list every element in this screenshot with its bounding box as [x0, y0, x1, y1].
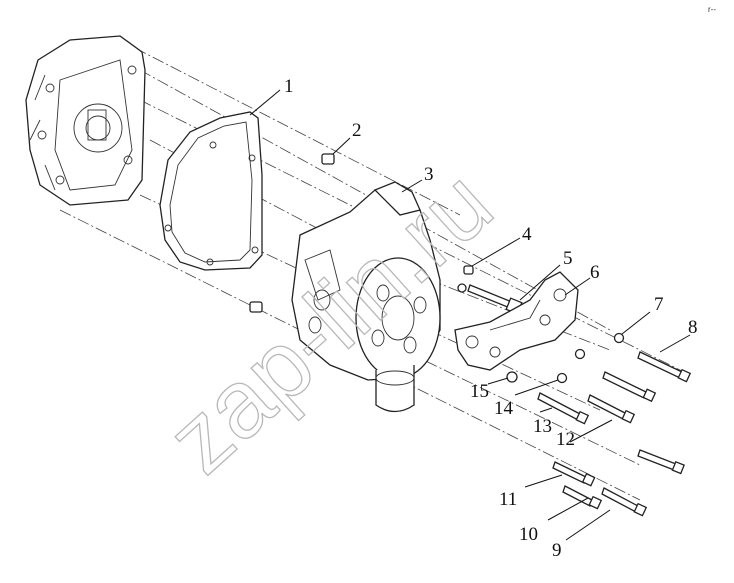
- callout-7: 7: [654, 294, 664, 315]
- callout-10: 10: [519, 524, 538, 545]
- callout-5: 5: [563, 248, 573, 269]
- engine-housing: [25, 35, 146, 206]
- callout-14: 14: [494, 398, 514, 419]
- nuts-washers: [506, 332, 625, 384]
- stud-bolt: [457, 283, 523, 315]
- gasket: [159, 111, 263, 271]
- callout-8: 8: [688, 317, 698, 338]
- callout-3: 3: [424, 164, 434, 185]
- dowel-pin: [249, 153, 335, 313]
- callout-11: 11: [499, 489, 517, 510]
- corner-mark: r--: [708, 5, 716, 14]
- callout-13: 13: [533, 416, 552, 437]
- bolts: [537, 351, 692, 517]
- leader-lines: [249, 89, 691, 541]
- callout-4: 4: [522, 224, 532, 245]
- callout-labels: 1 2 3 4 5 6 7 8 9 10 11 12 13 14 15: [284, 76, 698, 561]
- callout-1: 1: [284, 76, 294, 97]
- callout-9: 9: [552, 540, 562, 561]
- bracket: [454, 271, 579, 371]
- callout-15: 15: [470, 381, 489, 402]
- callout-2: 2: [352, 120, 362, 141]
- small-pin: [463, 265, 474, 275]
- water-pump-body: [291, 181, 441, 413]
- callout-12: 12: [556, 429, 575, 450]
- callout-6: 6: [590, 262, 600, 283]
